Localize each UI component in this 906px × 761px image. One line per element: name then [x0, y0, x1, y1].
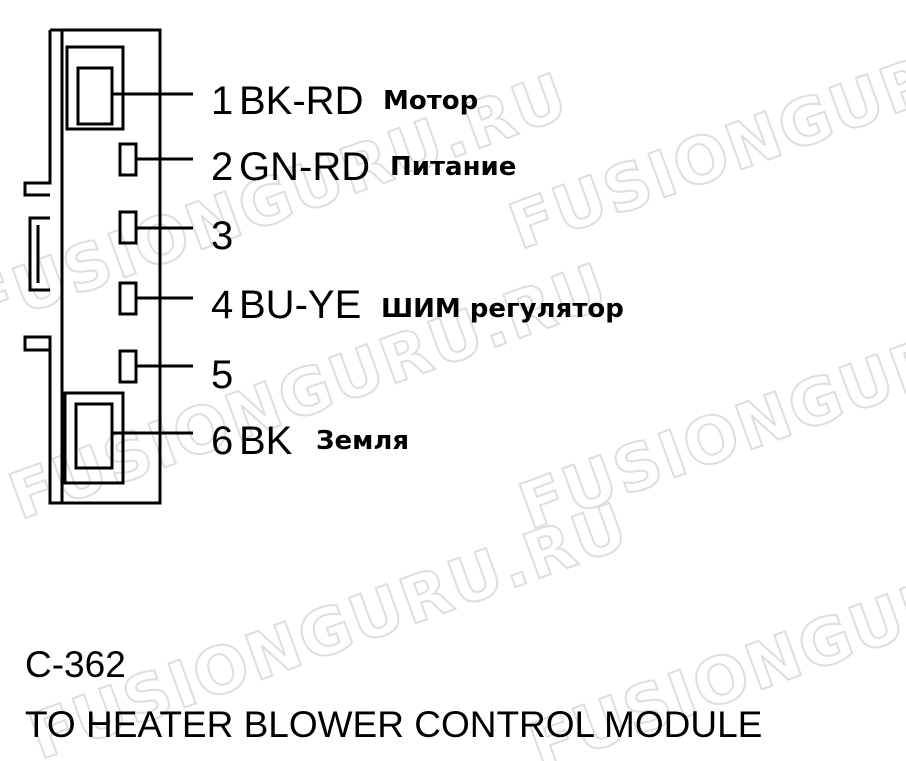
cavity-5-terminal	[118, 349, 138, 384]
connector-id: C-362	[25, 644, 126, 685]
pin-4-function: ШИМ регулятор	[381, 294, 624, 324]
pin-labels: 1 BK-RD Мотор 2 GN-RD Питание 3 4 BU-YE …	[211, 79, 624, 463]
cavity-6-frame	[63, 391, 125, 485]
housing-outline	[23, 28, 162, 505]
pin-1-function: Мотор	[383, 86, 478, 116]
pin-2-number: 2	[211, 145, 233, 189]
pin-6-number: 6	[211, 419, 233, 463]
cavity-2-terminal	[118, 142, 138, 177]
cavity-1-frame	[65, 45, 125, 131]
pin-2-wire-color: GN-RD	[239, 145, 370, 189]
pin-6-wire-color: BK	[239, 419, 293, 463]
pin-1-wire-color: BK-RD	[239, 79, 363, 123]
pin-1-number: 1	[211, 79, 233, 123]
pin-4-wire-color: BU-YE	[239, 283, 361, 327]
pin-5-number: 5	[211, 353, 233, 397]
cavity-6-terminal	[74, 402, 114, 470]
pin-4-number: 4	[211, 283, 233, 327]
pin-3-number: 3	[211, 214, 233, 258]
housing-side-latch	[28, 216, 50, 292]
pin-2-function: Питание	[390, 152, 516, 182]
pin-leader-lines	[112, 92, 193, 435]
cavity-1-terminal	[76, 66, 114, 126]
pin-6-function: Земля	[316, 426, 409, 456]
connector-description: TO HEATER BLOWER CONTROL MODULE	[25, 704, 763, 745]
